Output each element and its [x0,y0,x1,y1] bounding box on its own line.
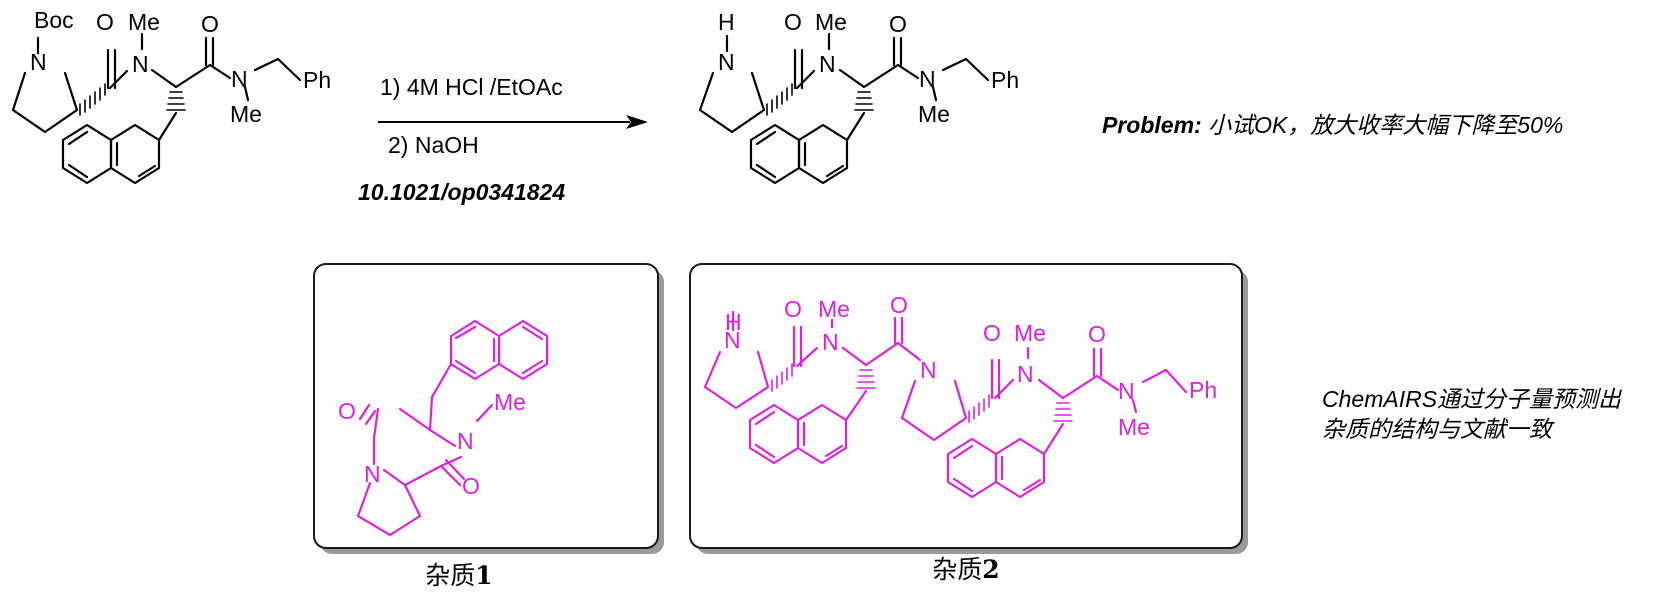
carbonyl-o-label: O [338,398,356,424]
amide-n-label: N [822,329,839,355]
phenyl-label: Ph [1189,377,1217,403]
impurity-2-caption: 杂质2 [932,555,999,584]
impurity-2-structure [703,310,1188,499]
chemairs-note-line-1: ChemAIRS通过分子量预测出 [1322,386,1622,412]
amide-n-label: N [819,51,836,77]
doi-reference: 10.1021/op0341824 [358,179,565,205]
carbonyl-o-label: O [983,320,1001,346]
amide-n-label: N [132,51,149,77]
n-methyl-label: Me [815,9,847,35]
reactant-labels: Boc N O Me N O N Me Ph [30,7,331,127]
problem-statement: Problem: 小试OK，放大收率大幅下降至50% [1102,112,1563,138]
impurity-2-labels: H N O Me N O N O Me N O N Me Ph [724,292,1217,440]
amide-n-label: N [231,66,248,92]
carbonyl-o-label: O [201,11,219,37]
pyrrolidine-n-label: N [30,49,47,75]
pyrrolidine-n-label: N [920,357,937,383]
impurity-1-labels: O N Me N O [338,389,526,499]
boc-label: Boc [34,7,74,33]
amine-h-label: H [718,9,735,35]
carbonyl-o-label: O [96,9,114,35]
pyrrolidine-n-label: N [724,327,741,353]
problem-text: 小试OK，放大收率大幅下降至50% [1202,112,1564,138]
phenyl-label: Ph [991,67,1019,93]
n-methyl-label: Me [128,9,160,35]
n-methyl-label: Me [1014,320,1046,346]
amide-n-label: N [1118,378,1135,404]
n-methyl-label: Me [230,101,262,127]
product-structure [698,32,990,185]
phenyl-label: Ph [303,67,331,93]
carbonyl-o-label: O [784,296,802,322]
carbonyl-o-label: O [1088,321,1106,347]
reactant-structure [11,32,302,185]
product-labels: H N O Me N O N Me Ph [718,9,1019,127]
carbonyl-o-label: O [784,9,802,35]
carbonyl-o-label: O [462,473,480,499]
pyrrolidine-n-label: N [718,49,735,75]
n-methyl-label: Me [494,389,526,415]
amide-n-label: N [919,66,936,92]
impurity-1-structure [356,319,549,537]
chemairs-note-line-2: 杂质的结构与文献一致 [1322,416,1555,442]
n-methyl-label: Me [918,101,950,127]
n-methyl-label: Me [1118,414,1150,440]
condition-step-1: 1) 4M HCl /EtOAc [380,74,563,100]
amine-h-label: H [725,309,742,335]
n-methyl-label: Me [818,296,850,322]
ring-n-label: N [364,461,381,487]
n-methyl-n-label: N [457,428,474,454]
condition-step-2: 2) NaOH [388,132,479,158]
impurity-2-box [689,263,1248,554]
impurity-1-box [313,263,664,554]
problem-label: Problem: [1102,112,1202,138]
reaction-arrow [378,115,648,129]
impurity-1-caption: 杂质1 [425,561,492,590]
carbonyl-o-label: O [890,292,908,318]
carbonyl-o-label: O [889,11,907,37]
amide-n-label: N [1017,361,1034,387]
